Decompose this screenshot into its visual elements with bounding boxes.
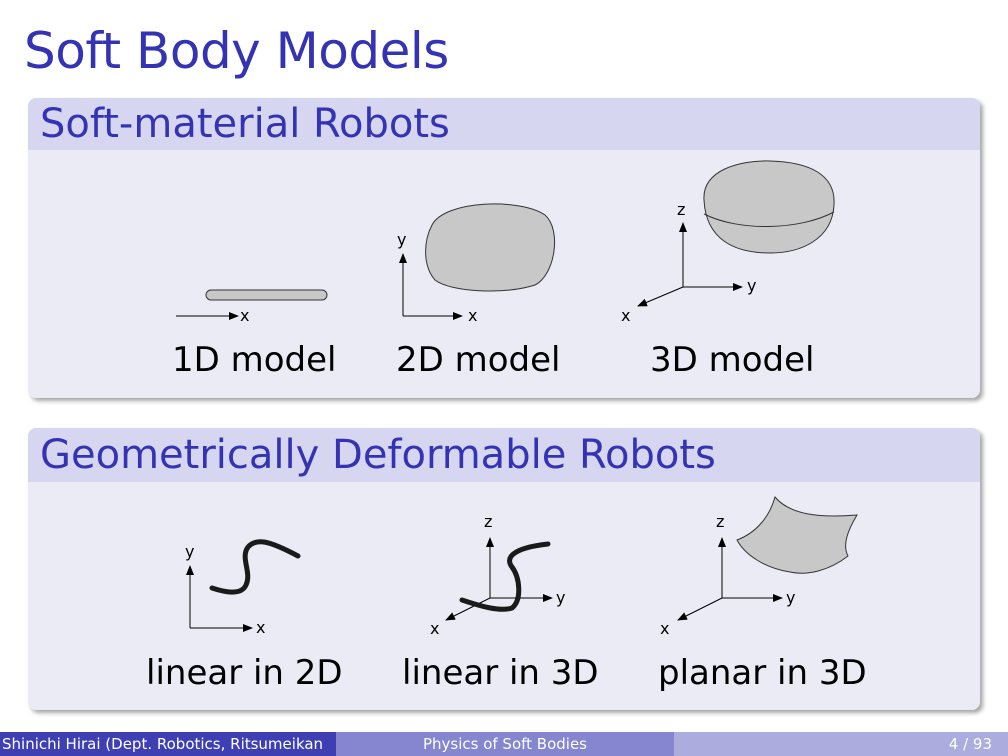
caption-planar-3d: planar in 3D bbox=[658, 653, 867, 693]
ellipsoid-equator bbox=[703, 211, 835, 227]
ellipsoid-shape bbox=[703, 160, 835, 254]
rod-shape bbox=[205, 289, 328, 301]
figure-linear-2d: y x bbox=[185, 539, 301, 637]
surface-shape bbox=[736, 495, 858, 574]
caption-2d-model: 2D model bbox=[396, 340, 561, 380]
y-axis-label: y bbox=[747, 276, 756, 295]
figure-2d-model: y x bbox=[397, 203, 556, 325]
footer-talk-title: Physics of Soft Bodies bbox=[336, 732, 674, 756]
z-axis-label: z bbox=[716, 512, 724, 531]
block-title: Soft-material Robots bbox=[28, 98, 980, 150]
slide-title: Soft Body Models bbox=[24, 22, 449, 80]
caption-linear-3d: linear in 3D bbox=[402, 653, 599, 693]
curve-shape bbox=[209, 539, 301, 595]
blob-shape bbox=[425, 203, 556, 292]
x-axis-arrow bbox=[677, 597, 723, 621]
x-axis-arrow bbox=[445, 597, 491, 621]
figure-3d-model: z y x bbox=[621, 160, 835, 325]
x-axis-label: x bbox=[468, 306, 477, 325]
x-axis-label: x bbox=[430, 619, 439, 638]
footer-author: Shinichi Hirai (Dept. Robotics, Ritsumei… bbox=[0, 732, 336, 756]
x-axis-label: x bbox=[256, 618, 265, 637]
y-axis-label: y bbox=[397, 230, 406, 249]
curve-shape bbox=[459, 541, 551, 612]
caption-1d-model: 1D model bbox=[172, 340, 337, 380]
figure-1d-model: x bbox=[176, 289, 328, 325]
footer-page-number: 4 / 93 bbox=[674, 732, 1008, 756]
y-axis-label: y bbox=[786, 588, 795, 607]
y-axis-label: y bbox=[556, 588, 565, 607]
caption-linear-2d: linear in 2D bbox=[146, 653, 343, 693]
caption-3d-model: 3D model bbox=[650, 340, 815, 380]
x-axis-label: x bbox=[660, 619, 669, 638]
y-axis-label: y bbox=[185, 542, 194, 561]
block-title: Geometrically Deformable Robots bbox=[28, 428, 980, 482]
x-axis-label: x bbox=[240, 306, 249, 325]
z-axis-label: z bbox=[677, 200, 685, 219]
footer: Shinichi Hirai (Dept. Robotics, Ritsumei… bbox=[0, 732, 1008, 756]
x-axis-arrow bbox=[637, 286, 684, 307]
z-axis-label: z bbox=[484, 512, 492, 531]
x-axis-label: x bbox=[621, 306, 630, 325]
figure-linear-3d: z y x bbox=[430, 512, 565, 638]
figure-planar-3d: z y x bbox=[660, 495, 858, 638]
